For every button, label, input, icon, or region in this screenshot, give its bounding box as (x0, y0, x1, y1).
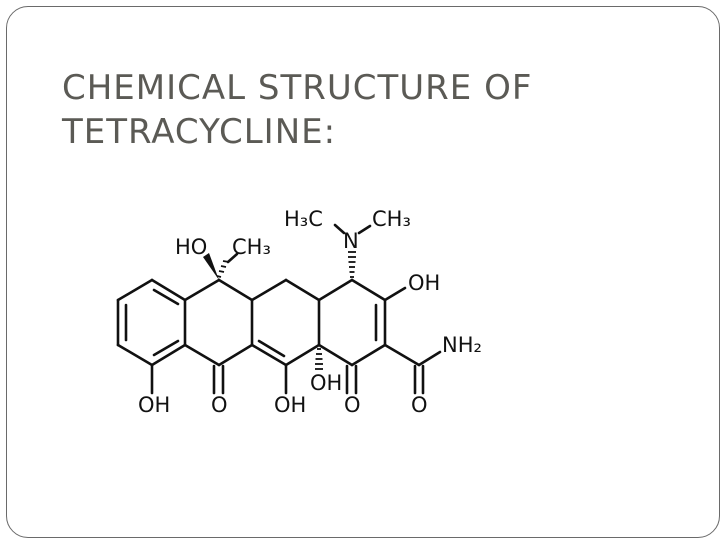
title-line-1: CHEMICAL STRUCTURE OF (62, 68, 533, 108)
atom-labels: H₃C N CH₃ HO CH₃ OH NH₂ OH O OH OH O O (138, 207, 482, 417)
label-o-amide: O (411, 393, 428, 417)
label-oh-c10: OH (138, 393, 170, 417)
label-ch3-right: CH₃ (372, 207, 411, 231)
title-line-2: TETRACYCLINE: (62, 112, 337, 152)
label-n: N (343, 229, 359, 253)
label-oh-c12a: OH (310, 371, 342, 395)
label-h3c: H₃C (284, 207, 323, 231)
bond-lines (116, 223, 442, 395)
slide-title: CHEMICAL STRUCTURE OF TETRACYCLINE: (62, 66, 662, 154)
stereo-bonds (203, 251, 356, 370)
label-ch3-c6: CH₃ (232, 235, 271, 259)
label-o-c11: O (211, 393, 228, 417)
label-o-c1: O (344, 393, 361, 417)
label-oh-c3: OH (408, 271, 440, 295)
label-oh-c12: OH (274, 393, 306, 417)
slide-frame (6, 6, 720, 538)
label-ho: HO (175, 235, 207, 259)
label-nh2: NH₂ (442, 333, 482, 357)
